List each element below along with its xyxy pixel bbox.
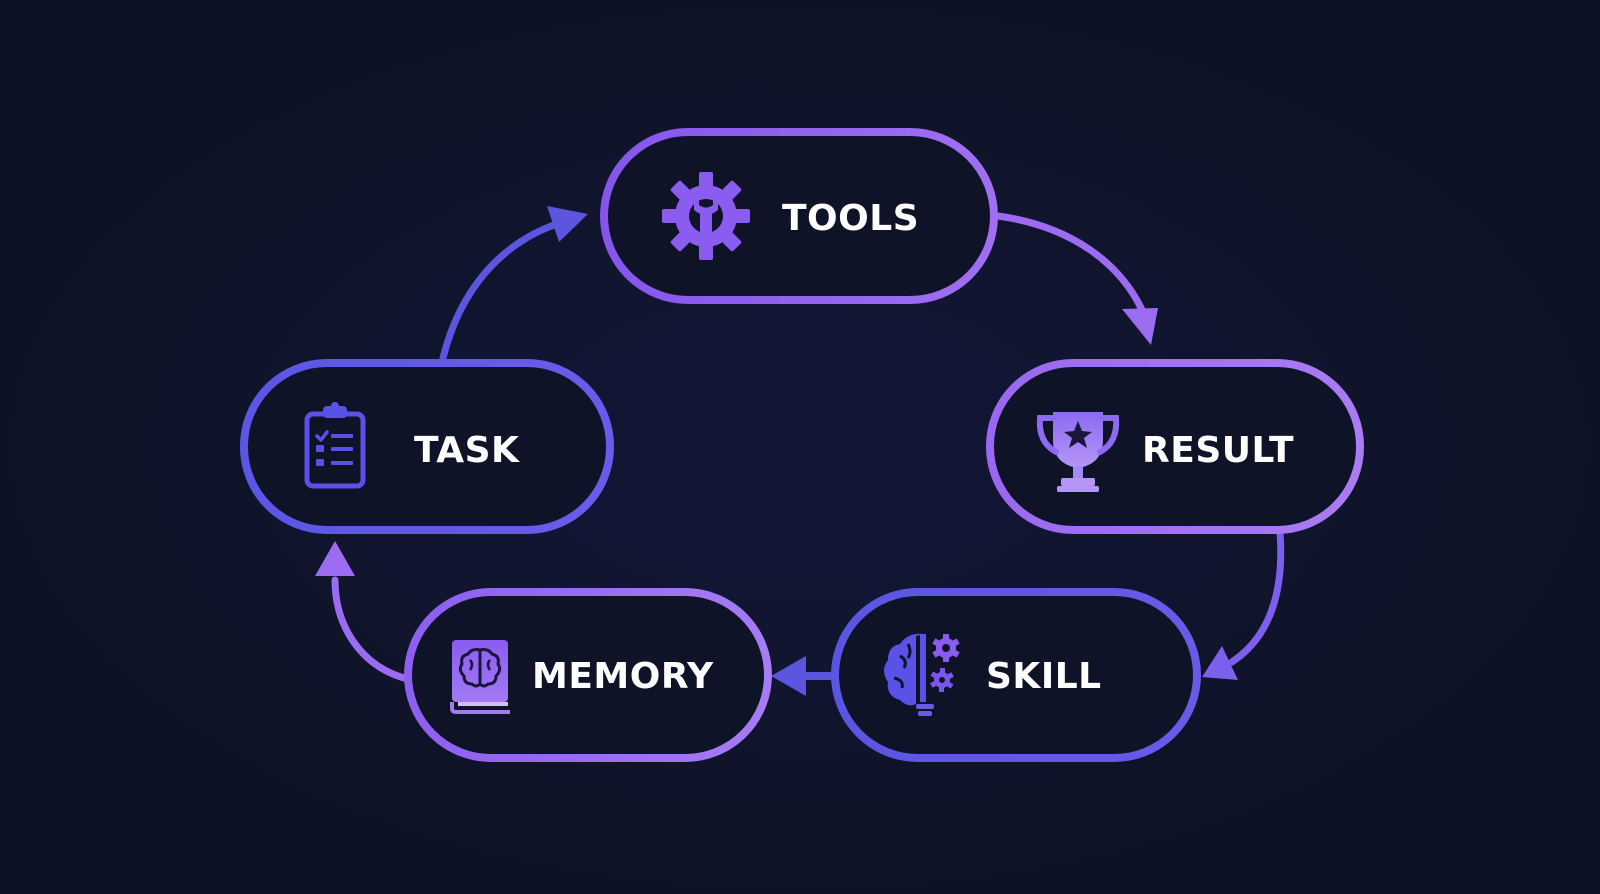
node-result-label: RESULT [1142, 430, 1294, 471]
edges [315, 206, 1285, 696]
edge-memory-to-task [315, 541, 408, 682]
arrowhead-icon [547, 206, 588, 242]
edge-result-to-skill [1202, 528, 1285, 680]
node-task: TASK [240, 359, 614, 534]
node-skill: SKILL [831, 588, 1201, 762]
node-tools: TOOLS [600, 128, 998, 304]
node-memory-label: MEMORY [532, 656, 714, 697]
gear-wrench-icon [662, 172, 750, 260]
clipboard-checklist-icon [304, 402, 366, 489]
arrowhead-icon [1202, 646, 1238, 680]
brain-book-icon [450, 640, 510, 714]
node-task-label: TASK [414, 430, 520, 471]
node-result: RESULT [986, 359, 1364, 534]
node-memory: MEMORY [404, 588, 772, 762]
arrowhead-icon [1122, 308, 1158, 345]
edge-task-to-tools [439, 206, 588, 362]
node-tools-label: TOOLS [782, 198, 919, 239]
brain-bulb-gears-icon [884, 633, 960, 716]
edge-skill-to-memory [771, 656, 836, 696]
arrowhead-icon [771, 656, 806, 696]
node-skill-label: SKILL [986, 656, 1102, 697]
arrowhead-icon [315, 541, 355, 576]
trophy-icon [1036, 412, 1120, 492]
edge-tools-to-result [994, 212, 1158, 345]
